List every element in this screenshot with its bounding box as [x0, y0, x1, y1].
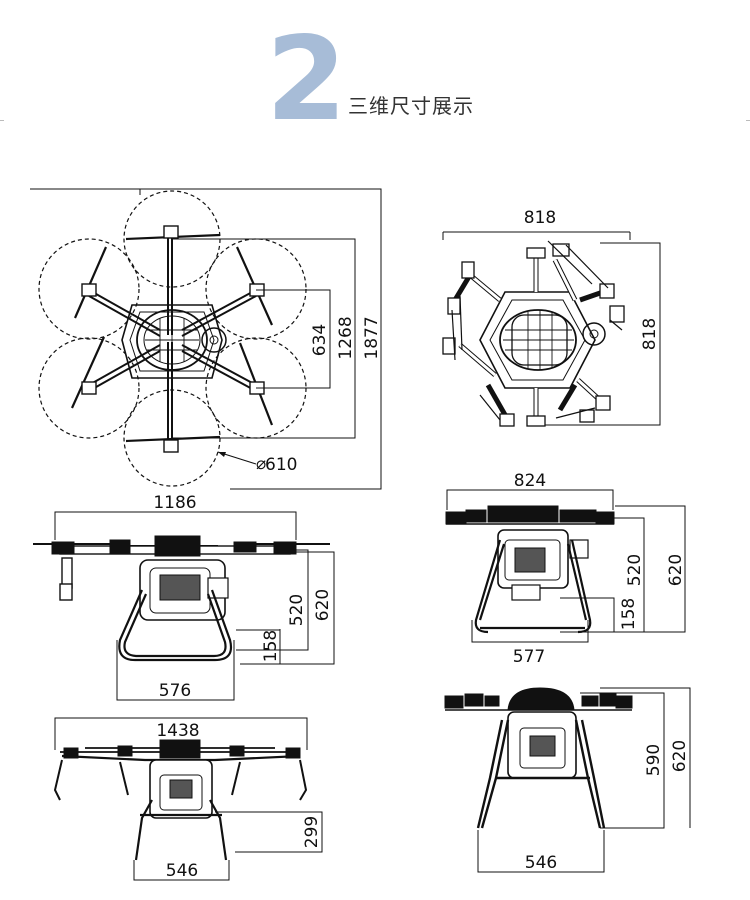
dim-1877: 1877 — [362, 316, 382, 359]
dim-1438: 1438 — [156, 721, 199, 741]
spray-landing-gear — [134, 799, 228, 861]
spray-nozzles — [53, 759, 308, 801]
left-edge-tick — [0, 120, 4, 121]
dim-634: 634 — [310, 324, 330, 356]
dim-818-length: 818 — [640, 318, 660, 350]
right-edge-tick — [746, 120, 750, 121]
folded-dimension-labels: 818 818 — [524, 208, 660, 350]
front-view-drone — [33, 511, 335, 701]
section-title: 三维尺寸展示 — [348, 94, 474, 118]
dim-1268: 1268 — [336, 316, 356, 359]
folded-props — [451, 240, 623, 421]
dim-818-width: 818 — [524, 208, 556, 228]
dim-546-side: 546 — [525, 853, 557, 873]
top-view-folded-drone — [442, 231, 661, 427]
dim-577: 577 — [513, 647, 545, 667]
dim-1186: 1186 — [153, 493, 196, 513]
compact-props — [444, 693, 633, 709]
dim-620-compact: 620 — [670, 740, 690, 772]
spray-dimension-labels: 1438 299 546 — [156, 721, 322, 881]
folded-arms-inner — [459, 255, 604, 420]
front-dimension-labels: 1186 520 620 158 576 — [153, 493, 333, 701]
spray-motors — [63, 739, 301, 759]
dim-546-front: 546 — [166, 861, 198, 881]
side-landing-gear — [474, 539, 592, 634]
side-props — [445, 505, 615, 525]
compact-landing-gear — [476, 719, 606, 829]
side-compact-view-drone — [444, 687, 691, 873]
folded-dim-box — [442, 231, 661, 426]
compact-dim-lines — [477, 687, 691, 873]
dim-576: 576 — [159, 681, 191, 701]
folded-motors — [442, 243, 625, 427]
front-spray-view-drone — [53, 717, 323, 881]
front-landing-gear — [118, 589, 233, 662]
section-header: 2 三维尺寸展示 — [0, 0, 750, 170]
front-nozzles — [59, 557, 73, 601]
compact-dimension-labels: 590 620 546 — [525, 740, 690, 873]
dim-620-side: 620 — [666, 554, 686, 586]
top-view-drone — [30, 188, 382, 490]
side-dim-lines — [446, 489, 686, 643]
dim-158-front: 158 — [261, 630, 281, 662]
top-view-dimension-labels: 634 1268 1877 ⌀ 610 — [256, 316, 382, 475]
dim-520-side: 520 — [625, 554, 645, 586]
dim-620-front: 620 — [313, 589, 333, 621]
dim-824: 824 — [514, 471, 546, 491]
top-view-dim-boxes — [30, 188, 382, 490]
dim-299: 299 — [302, 816, 322, 848]
dim-158-side: 158 — [619, 598, 639, 630]
front-motors — [51, 535, 297, 557]
side-view-folded-drone — [445, 489, 686, 643]
spray-dim-lines — [54, 717, 323, 881]
section-number: 2 — [266, 12, 347, 147]
dim-prop-610: 610 — [265, 455, 297, 475]
diameter-symbol: ⌀ — [256, 454, 266, 474]
side-dimension-labels: 824 520 620 158 577 — [513, 471, 686, 667]
dim-590: 590 — [644, 744, 664, 776]
dim-520-front: 520 — [287, 594, 307, 626]
